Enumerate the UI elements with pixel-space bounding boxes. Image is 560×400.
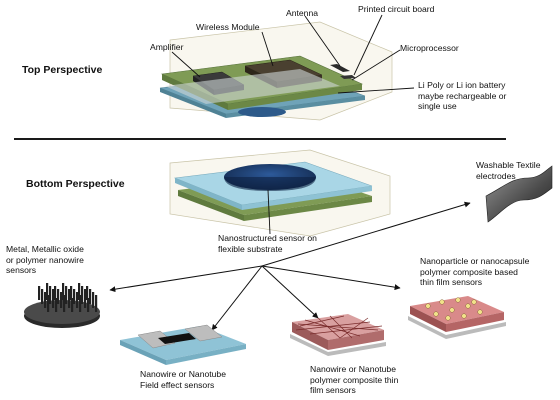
antenna-label: Antenna — [286, 8, 319, 18]
nanowire-pillar — [57, 289, 60, 304]
antenna — [330, 64, 350, 72]
nanowire-pillar — [71, 298, 74, 312]
nanoparticle-dot — [465, 303, 471, 309]
nanoparticle-dot — [445, 315, 451, 321]
composite-nanowire — [309, 325, 383, 335]
nanowire-pillar — [78, 283, 81, 300]
nanowire-pillar — [54, 286, 57, 300]
composite-nanowire — [339, 317, 369, 339]
nanowire-pillar — [87, 298, 90, 312]
nanoparticle-dot — [439, 299, 445, 305]
nanoparticle-film-sensor — [408, 296, 506, 339]
nanowire-pillar — [81, 286, 84, 304]
nanowire-pillar — [62, 283, 65, 300]
nanowire-pillar — [70, 286, 73, 300]
composite-nanowire — [295, 321, 371, 331]
nanowire-pillar — [79, 295, 82, 312]
pcb-label: Printed circuit board — [358, 4, 435, 14]
textile-label: Washable Textile electrodes — [476, 160, 541, 181]
wireless-module-label: Wireless Module — [196, 22, 260, 32]
nanoparticle-dots — [425, 297, 483, 321]
composite-nanowire — [299, 315, 345, 327]
nanoparticle-dot — [433, 311, 439, 317]
nanowire-pillars — [38, 283, 98, 312]
textile-electrode — [485, 165, 553, 223]
battery — [165, 69, 340, 104]
sensor-arrows — [109, 201, 471, 331]
bottom-perspective-title: Bottom Perspective — [26, 178, 125, 190]
nanoparticle-dot — [461, 313, 467, 319]
nanowire-pillar — [95, 295, 98, 312]
nanowire-pillar — [84, 289, 87, 308]
nanowire-pillar — [63, 295, 66, 312]
nanowire-sensors-label: Metal, Metallic oxide or polymer nanowir… — [6, 244, 84, 275]
nanowire-pillar — [46, 283, 49, 300]
nanowire-pillar — [41, 289, 44, 304]
microprocessor-chip — [340, 75, 356, 79]
fet-sensor — [120, 324, 246, 365]
fet-label: Nanowire or Nanotube Field effect sensor… — [140, 369, 226, 390]
nanowire-pillar — [60, 292, 63, 308]
composite-nanowire — [329, 315, 353, 339]
nanowire-pillar — [92, 292, 95, 308]
nanowire-pillar — [76, 292, 79, 308]
nanowire-pillar — [86, 286, 89, 300]
nanoparticle-dot — [471, 299, 477, 305]
fet-drain-electrode — [184, 324, 223, 342]
nanowire-pillar — [47, 295, 50, 312]
nanowire-pillar — [55, 298, 58, 312]
battery-label: Li Poly or Li ion battery maybe recharge… — [418, 80, 507, 111]
composite-nanowires — [295, 315, 383, 339]
microprocessor-label: Microprocessor — [400, 43, 459, 53]
nanowire-pillar — [65, 286, 68, 304]
nanoparticle-dot — [455, 297, 461, 303]
nanowire-pillar — [73, 289, 76, 304]
nanowire-pillar — [68, 289, 71, 308]
nanoparticle-dot — [449, 307, 455, 313]
top-perspective-title: Top Perspective — [22, 64, 103, 76]
nanoparticle-dot — [425, 303, 431, 309]
composite-nanowire — [297, 323, 379, 331]
nanoparticle-label: Nanoparticle or nanocapsule polymer comp… — [420, 256, 530, 287]
amplifier-label: Amplifier — [150, 42, 184, 52]
nanowire-pillar — [52, 289, 55, 308]
nanoparticle-dot — [477, 309, 483, 315]
nanosensor-label: Nanostructured sensor on flexible substr… — [218, 233, 317, 254]
top-device — [159, 21, 393, 121]
composite-film-sensor — [290, 314, 386, 356]
composite-label: Nanowire or Nanotube polymer composite t… — [310, 364, 399, 395]
nanowire-pillar — [49, 286, 52, 304]
top-leader-lines — [171, 14, 415, 94]
nanowire-pillar — [44, 292, 47, 308]
bottom-device — [169, 149, 391, 237]
nanowire-pillar — [89, 289, 92, 304]
fet-channel — [158, 333, 196, 344]
nanowire-pillar — [38, 286, 41, 300]
top-sensor-disc — [238, 107, 286, 117]
